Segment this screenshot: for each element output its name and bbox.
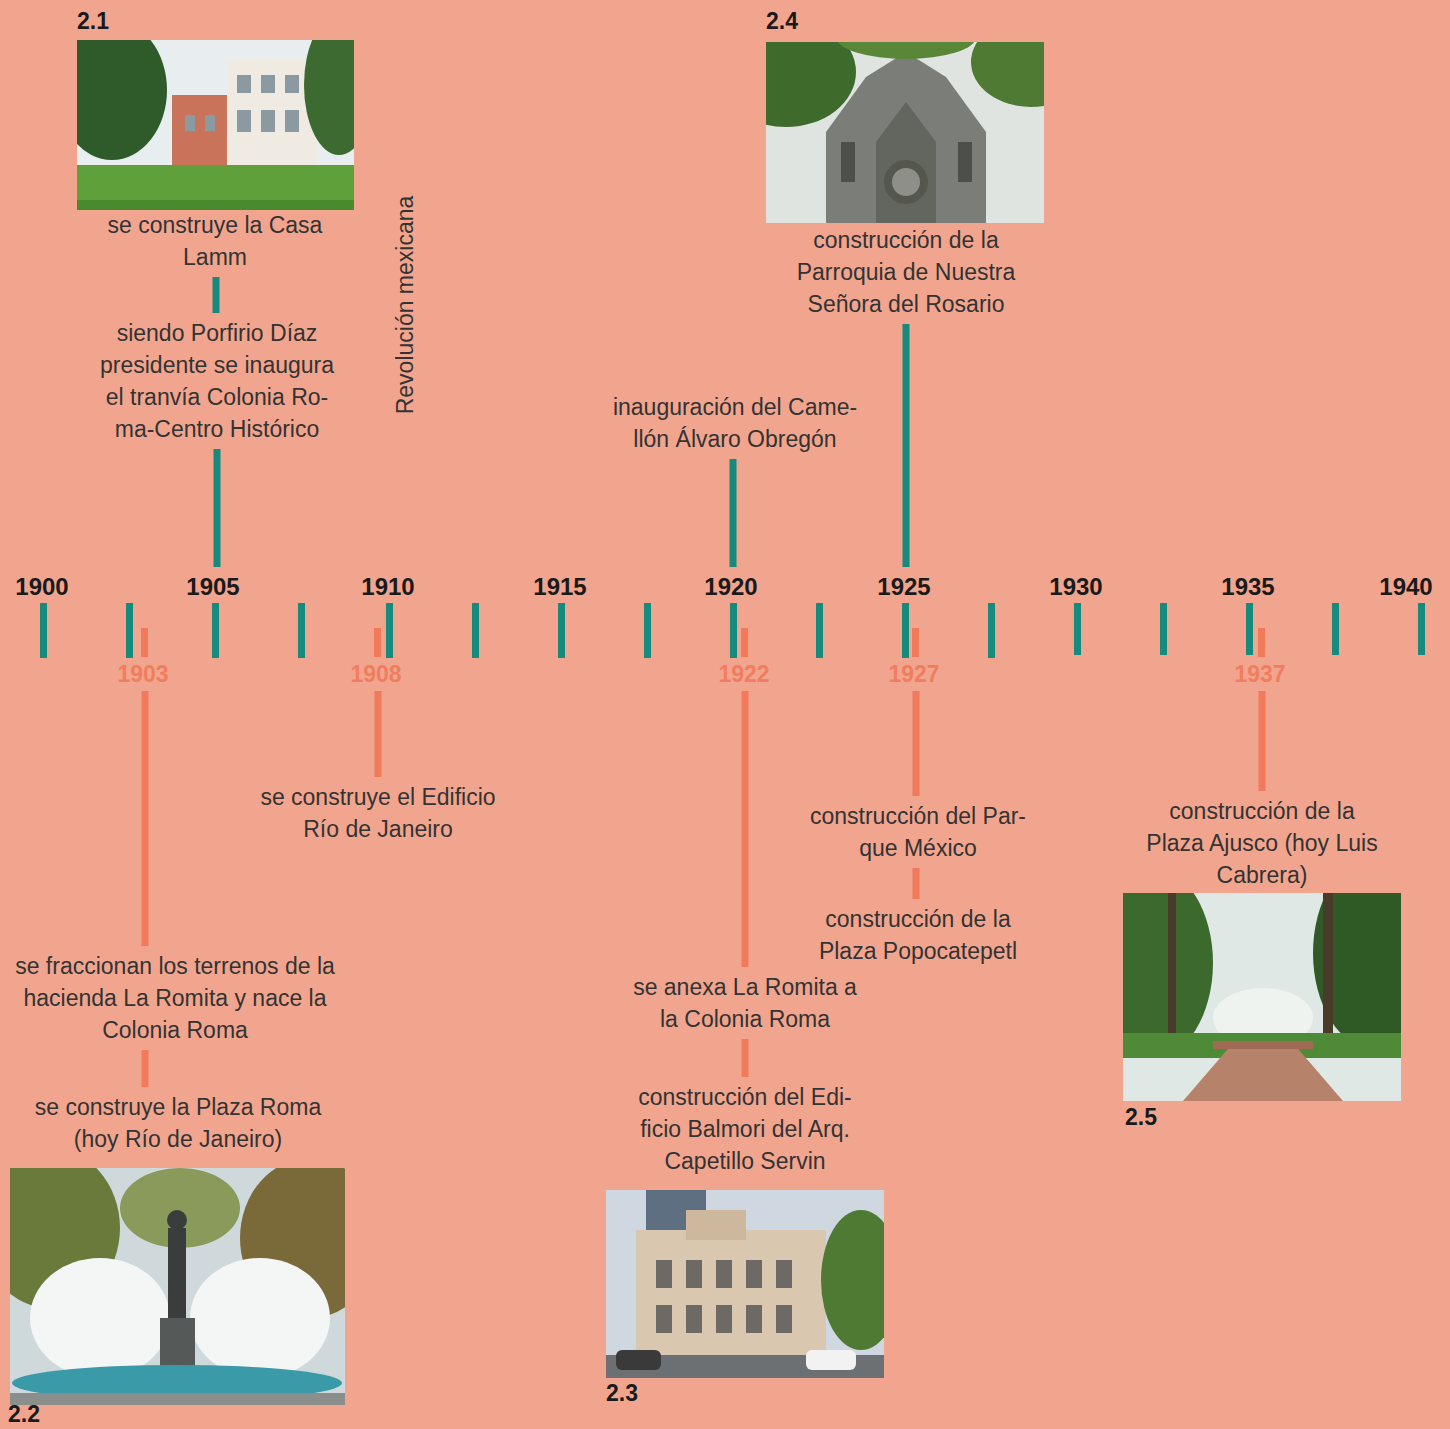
- year-label: 1905: [173, 573, 253, 601]
- photo-plaza-rio-de-janeiro: [10, 1168, 345, 1405]
- event-text: se construye el Edificio Río de Janeiro: [241, 781, 516, 845]
- stem-line: [913, 691, 920, 796]
- stem-line: [213, 277, 220, 313]
- event-text: construcción de la Parroquia de Nuestra …: [781, 224, 1031, 320]
- teal-ticks: [40, 603, 1425, 658]
- photo-parroquia: [766, 42, 1044, 223]
- event-text: se anexa La Romita a la Colonia Roma: [625, 971, 865, 1035]
- year-label: 1925: [864, 573, 944, 601]
- event-text: se construye la Plaza Roma (hoy Río de J…: [23, 1091, 333, 1155]
- photo-number: 2.5: [1125, 1104, 1157, 1130]
- year-label: 1940: [1366, 573, 1446, 601]
- photo-number: 2.2: [8, 1401, 40, 1427]
- stem-line: [375, 691, 382, 777]
- stem-line: [730, 459, 737, 567]
- event-text: construcción del Par- que México: [793, 800, 1043, 864]
- year-label: 1920: [691, 573, 771, 601]
- event-text: construcción de la Plaza Ajusco (hoy Lui…: [1140, 795, 1385, 891]
- event-text: inauguración del Came- llón Álvaro Obreg…: [604, 391, 866, 455]
- stem-line: [742, 691, 749, 967]
- event-year: 1927: [874, 661, 954, 687]
- event-year: 1922: [704, 661, 784, 687]
- event-text: se fraccionan los terrenos de la haciend…: [15, 950, 335, 1046]
- photo-number: 2.3: [606, 1380, 638, 1406]
- event-text: siendo Porfirio Díaz presidente se inaug…: [88, 317, 346, 445]
- year-label: 1935: [1208, 573, 1288, 601]
- stem-line: [742, 1039, 749, 1077]
- orange-ticks: [141, 628, 1265, 657]
- year-label: 1930: [1036, 573, 1116, 601]
- stem-line: [214, 449, 221, 567]
- event-year: 1937: [1220, 661, 1300, 687]
- photo-number: 2.1: [77, 8, 109, 34]
- photo-number: 2.4: [766, 8, 798, 34]
- photo-edificio-balmori: [606, 1190, 884, 1378]
- photo-plaza-luis-cabrera: [1123, 893, 1401, 1101]
- event-year: 1903: [103, 661, 183, 687]
- year-label: 1900: [2, 573, 82, 601]
- stem-line: [903, 324, 910, 567]
- stem-line: [913, 868, 920, 899]
- stem-line: [142, 691, 149, 946]
- event-year: 1908: [336, 661, 416, 687]
- event-text: construcción del Edi- ficio Balmori del …: [620, 1081, 870, 1177]
- photo-casa-lamm: [77, 40, 354, 210]
- stem-line: [1259, 691, 1266, 791]
- stem-line: [142, 1050, 149, 1087]
- year-label: 1915: [520, 573, 600, 601]
- event-text: se construye la Casa Lamm: [78, 209, 353, 273]
- event-text: construcción de la Plaza Popocatepetl: [801, 903, 1036, 967]
- period-label: Revolución mexicana: [391, 196, 419, 415]
- year-label: 1910: [348, 573, 428, 601]
